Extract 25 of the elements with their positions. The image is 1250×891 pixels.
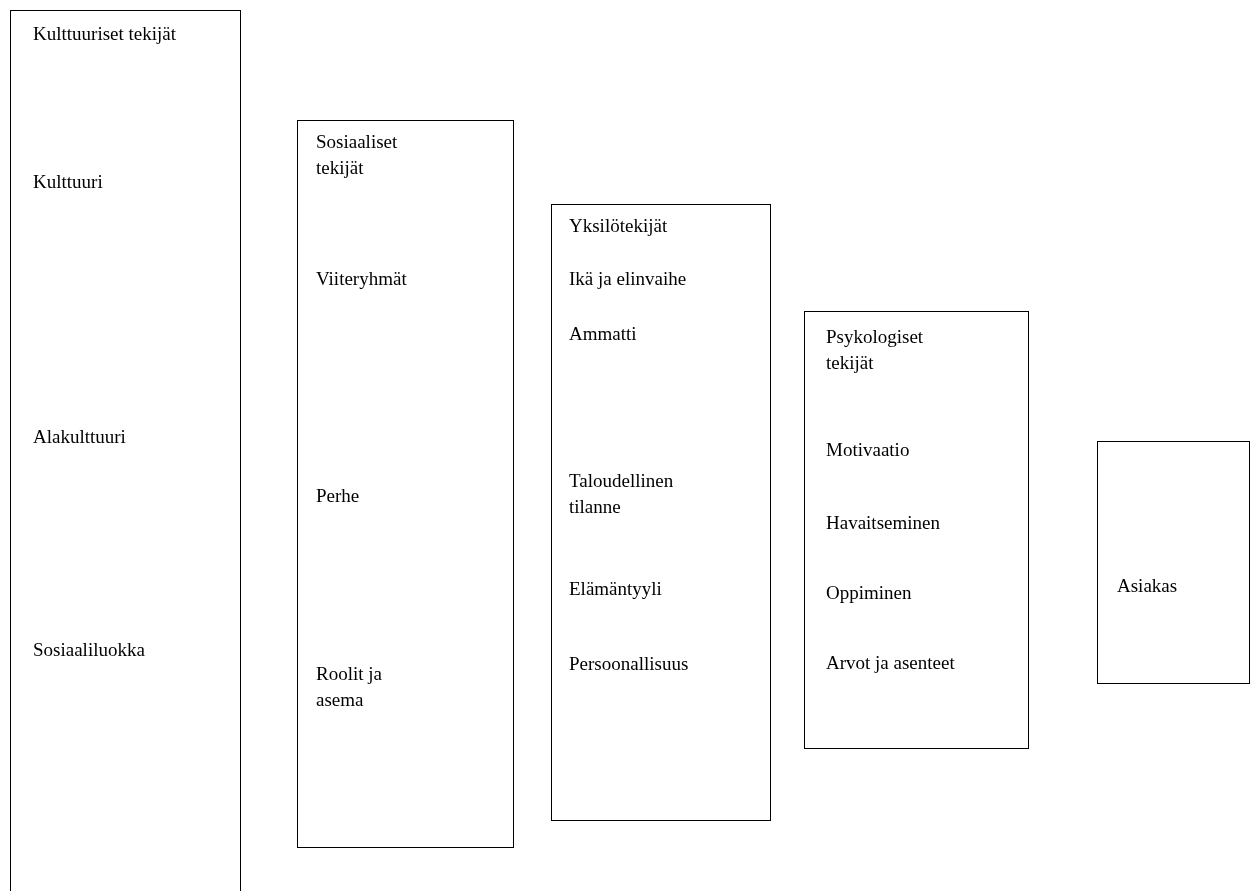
- factor-box: [551, 204, 771, 821]
- box-heading: Yksilötekijät: [569, 214, 669, 238]
- factor-box: [1097, 441, 1250, 684]
- factor-label: Sosiaaliluokka: [33, 638, 146, 662]
- box-heading: Sosiaaliset tekijät: [316, 130, 399, 180]
- factor-label: Viiteryhmät: [316, 267, 408, 291]
- factor-label: Oppiminen: [826, 581, 913, 605]
- factor-label: Perhe: [316, 484, 361, 508]
- factor-label: Ammatti: [569, 322, 638, 346]
- factor-box: [297, 120, 514, 848]
- factor-label: Roolit ja asema: [316, 662, 383, 712]
- factor-label: Alakulttuuri: [33, 425, 127, 449]
- box-heading: Kulttuuriset tekijät: [33, 22, 177, 46]
- factor-box: [804, 311, 1029, 749]
- factor-label: Havaitseminen: [826, 511, 941, 535]
- factor-label: Persoonallisuus: [569, 652, 690, 676]
- box-heading: Psykologiset tekijät: [826, 325, 925, 375]
- factor-label: Ikä ja elinvaihe: [569, 267, 688, 291]
- box-heading: Asiakas: [1117, 574, 1179, 598]
- factor-label: Taloudellinen tilanne: [569, 469, 675, 519]
- factor-label: Arvot ja asenteet: [826, 651, 956, 675]
- factor-label: Kulttuuri: [33, 170, 104, 194]
- factor-box: [10, 10, 241, 891]
- factor-label: Motivaatio: [826, 438, 911, 462]
- factor-label: Elämäntyyli: [569, 577, 663, 601]
